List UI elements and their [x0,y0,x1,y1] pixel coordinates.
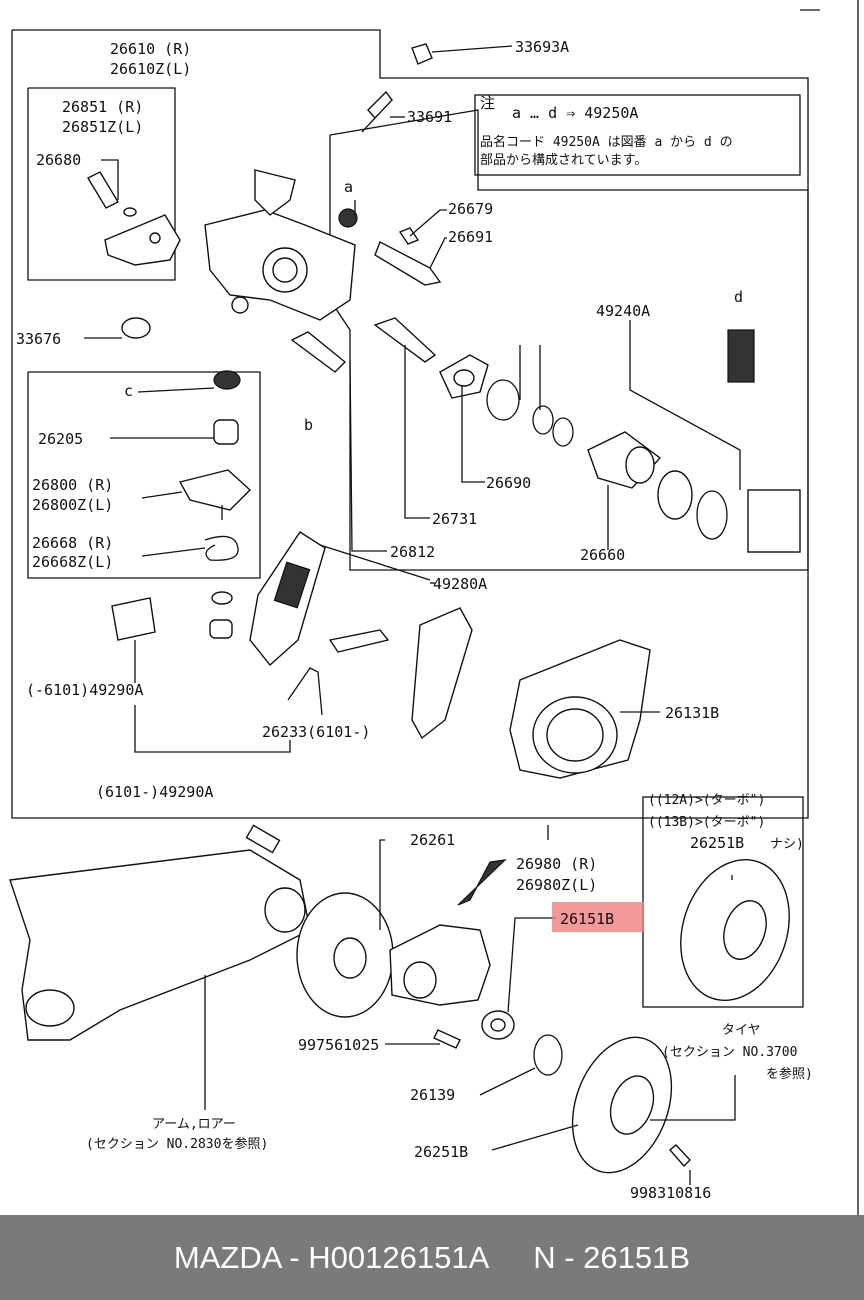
bracket-plate [104,214,181,266]
caliper-assembly-outline [11,29,809,819]
anti-rattle-clip [111,597,156,641]
key-c: c [124,382,133,400]
dust-boot-33676 [121,317,151,339]
label-26851z-l: 26851Z(L) [62,118,143,136]
nut-c [213,370,241,390]
pad-pin [328,629,390,653]
label-49290a-early: (-6101)49290A [26,681,143,699]
dust-shield [296,892,394,1018]
label-26668-r: 26668 (R) [32,534,113,552]
piston-seal-plate [439,354,489,399]
caption-tire-ref: (セクション NO.3700 [662,1045,797,1060]
caption-tire: タイヤ [722,1023,761,1038]
label-26251b: 26251B [414,1143,468,1161]
bleeder-cap [411,43,433,65]
guide-pin-small [338,208,420,245]
label-26660: 26660 [580,546,625,564]
snap-rings [486,379,574,447]
key-b: b [304,416,313,434]
label-26261: 26261 [410,831,455,849]
bolt-998310816 [669,1144,691,1168]
caliper-body [204,169,356,321]
pad-spring-clip [287,667,323,716]
label-998310816: 998310816 [630,1184,711,1202]
label-26139: 26139 [410,1086,455,1104]
label-26980-r: 26980 (R) [516,855,597,873]
adjuster-spindle [373,317,437,363]
label-26251b-nashi: 26251B [690,834,744,852]
label-26731: 26731 [432,510,477,528]
label-26691: 26691 [448,228,493,246]
note-line-3: 部品から構成されています。 [480,153,647,168]
label-33693a: 33693A [515,38,569,56]
pin-assembly-outline [27,371,261,579]
exploded-parts-diagram: 注 a … d ⇒ 49250A 品名コード 49250A は図番 a から d… [9,0,859,1215]
seal-kit-outline [329,109,809,571]
brake-rotor-turbo [680,858,790,1002]
label-26690: 26690 [486,474,531,492]
label-26610-r: 26610 (R) [110,40,191,58]
brake-pad-inner [411,607,473,740]
label-997561025: 997561025 [298,1036,379,1054]
bushing-26205 [213,419,239,445]
note-line-2: 品名コード 49250A は図番 a から d の [480,134,733,150]
small-washers [209,591,233,639]
bleeder-screw [361,90,393,133]
bolt-997561025 [433,1029,461,1049]
label-26205: 26205 [38,430,83,448]
label-26680: 26680 [36,151,81,169]
label-26610z-l: 26610Z(L) [110,60,191,78]
label-33676: 33676 [16,330,61,348]
label-26980z-l: 26980Z(L) [516,876,597,894]
label-26851-r: 26851 (R) [62,98,143,116]
label-26151b: 26151B [560,910,614,928]
bracket-bolt [87,171,137,217]
rear-caliper-assembly [389,859,507,1006]
label-26800z-l: 26800Z(L) [32,496,113,514]
note-mark: 注 [480,94,495,112]
note-box [474,94,801,176]
spindle-b [290,331,347,373]
caption-tire-ref-2: を参照) [766,1066,813,1082]
label-turbo-13b: ((13B)>(ターボ") [648,815,765,830]
caption-lower-arm-ref: (セクション NO.2830を参照) [86,1136,268,1152]
snap-ring-26139 [533,1034,563,1076]
label-26812: 26812 [390,543,435,561]
piston [587,431,662,489]
lower-arm [9,824,311,1041]
label-26679: 26679 [448,200,493,218]
note-line-1: a … d ⇒ 49250A [512,104,638,122]
label-turbo-12a: ((12A)>(ターボ") [648,793,765,808]
label-26233: 26233(6101-) [262,723,370,741]
label-nashi: ナシ) [770,837,804,852]
highlight-26151b [552,902,644,932]
bracket-assembly-outline [27,87,176,281]
part-number-footer: MAZDA - H00126151A N - 26151B [0,1215,864,1300]
pad-kit-d [727,329,801,553]
hub-bearing-26151B [481,1010,515,1040]
key-a: a [344,178,353,196]
label-49240a: 49240A [596,302,650,320]
label-26131b: 26131B [665,704,719,722]
label-26668z-l: 26668Z(L) [32,553,113,571]
hub-knuckle [509,639,651,779]
parking-lever [178,469,252,520]
brake-pad-outer [249,531,326,667]
key-d: d [734,288,743,306]
caption-lower-arm: アーム,ロアー [152,1117,236,1132]
brake-rotor-lower [571,1036,673,1174]
label-26800-r: 26800 (R) [32,476,113,494]
footer-part-number: N - 26151B [533,1239,691,1275]
label-49290a-late: (6101-)49290A [96,783,213,801]
piston-seals [657,470,728,540]
footer-part-code: MAZDA - H00126151A [173,1239,490,1275]
leader-lines [84,45,741,1185]
guide-pin-long [374,241,442,286]
return-spring [204,535,239,561]
label-49280a: 49280A [433,575,487,593]
label-33691: 33691 [407,108,452,126]
